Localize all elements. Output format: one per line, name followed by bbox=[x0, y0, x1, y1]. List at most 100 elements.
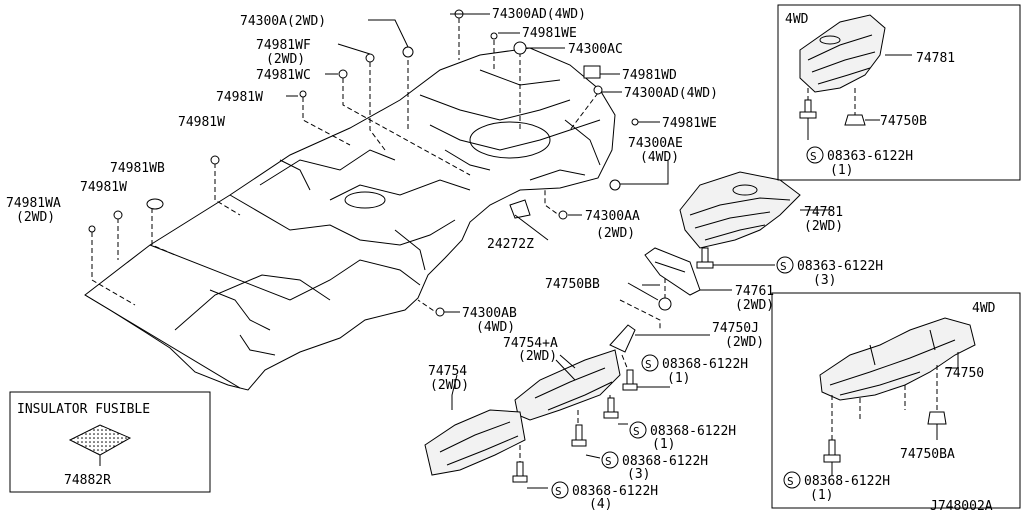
plug-icon bbox=[402, 46, 414, 58]
inset-4wd-top: 4WD 74781 74750B S 08363-6122H (1) bbox=[777, 4, 1021, 181]
bolt-icon bbox=[701, 247, 709, 263]
label-74754A-variant: (2WD) bbox=[518, 349, 557, 364]
diagram-id: J748002A bbox=[930, 499, 993, 512]
inset-4wd-bottom: 4WD 74750 74750BA S 08368-6122H (1) bbox=[771, 292, 1021, 509]
plug-icon bbox=[490, 32, 498, 40]
plug-icon bbox=[513, 41, 527, 55]
label-74300AD-b: 74300AD(4WD) bbox=[624, 86, 718, 101]
bracket-icon bbox=[509, 199, 531, 219]
inset-top-bolt-qty: (1) bbox=[830, 163, 853, 178]
bolt-symbol-icon bbox=[551, 481, 569, 499]
bolt-icon bbox=[516, 461, 524, 477]
inset-bottom-bolt-qty: (1) bbox=[810, 488, 833, 503]
plug-icon bbox=[558, 210, 568, 220]
bolt-icon bbox=[804, 99, 812, 113]
inset-top-title: 4WD bbox=[785, 12, 809, 27]
grommet-icon bbox=[146, 198, 164, 210]
shield-leaders bbox=[559, 284, 660, 369]
bolt-head-icon bbox=[696, 261, 714, 269]
label-74300A: 74300A(2WD) bbox=[240, 14, 326, 29]
pad-icon bbox=[583, 65, 601, 79]
clip-icon bbox=[658, 297, 672, 311]
label-74300AB-variant: (4WD) bbox=[476, 320, 515, 335]
label-08368-c: 08368-6122H bbox=[622, 454, 708, 469]
inset-top-shield-label: 74781 bbox=[916, 51, 955, 66]
bolt-symbol-icon bbox=[783, 471, 801, 489]
plug-icon bbox=[299, 90, 307, 98]
label-74754: 74754 bbox=[428, 364, 467, 379]
plug-icon bbox=[593, 85, 603, 95]
label-08368-d: 08368-6122H bbox=[572, 484, 658, 499]
label-08368-a-qty: (1) bbox=[667, 371, 690, 386]
label-08363-6122H: 08363-6122H bbox=[797, 259, 883, 274]
inset-bottom-shield-label: 74750 bbox=[945, 366, 984, 381]
label-74981WE-b: 74981WE bbox=[662, 116, 717, 131]
label-74781-2wd-variant: (2WD) bbox=[804, 219, 843, 234]
label-08368-d-qty: (4) bbox=[589, 497, 612, 512]
inset-insulator-title: INSULATOR FUSIBLE bbox=[17, 402, 150, 417]
lower-bolts bbox=[512, 369, 670, 489]
bolt-head-icon bbox=[512, 475, 528, 483]
bolt-icon bbox=[828, 439, 836, 456]
floor-labels: 74300A(2WD) 74981WF (2WD) 74981WC 74981W… bbox=[6, 7, 718, 335]
label-74750BB: 74750BB bbox=[545, 277, 600, 292]
label-74981WD: 74981WD bbox=[622, 68, 677, 83]
label-74300AD-a: 74300AD(4WD) bbox=[492, 7, 586, 22]
bolt-head-icon bbox=[799, 111, 817, 119]
label-74300AE-variant: (4WD) bbox=[640, 150, 679, 165]
bolt-head-icon bbox=[603, 411, 619, 419]
inset-bottom-title: 4WD bbox=[972, 301, 996, 316]
label-08363-qty: (3) bbox=[813, 273, 836, 288]
label-08368-b-qty: (1) bbox=[652, 437, 675, 452]
label-74981W-a: 74981W bbox=[216, 90, 263, 105]
bolt-head-icon bbox=[571, 439, 587, 447]
bolt-head-icon bbox=[622, 383, 638, 391]
label-74761-variant: (2WD) bbox=[735, 298, 774, 313]
label-74761: 74761 bbox=[735, 284, 774, 299]
label-74981WF-variant: (2WD) bbox=[266, 52, 305, 67]
label-74300AE: 74300AE bbox=[628, 136, 683, 151]
label-74781-2wd: 74781 bbox=[804, 205, 843, 220]
label-74754-variant: (2WD) bbox=[430, 378, 469, 393]
clip-icon bbox=[927, 411, 947, 425]
bolt-code: S bbox=[555, 485, 562, 498]
bolt-code: S bbox=[780, 260, 787, 273]
label-08368-a: 08368-6122H bbox=[662, 357, 748, 372]
bolt-code: S bbox=[787, 475, 794, 488]
bolt-symbol-icon bbox=[629, 421, 647, 439]
label-74300AA-variant: (2WD) bbox=[596, 226, 635, 241]
bolt-icon bbox=[607, 397, 615, 413]
inset-top-bolt-label: 08363-6122H bbox=[827, 149, 913, 164]
plug-icon bbox=[210, 155, 220, 165]
plug-icon bbox=[631, 118, 639, 126]
bolt-code: S bbox=[633, 425, 640, 438]
bolt-symbol-icon bbox=[776, 256, 794, 274]
label-74750J-variant: (2WD) bbox=[725, 335, 764, 350]
bolt-icon bbox=[626, 369, 634, 385]
heat-shield-74754A bbox=[514, 349, 621, 425]
floor-panel bbox=[84, 47, 616, 391]
plug-icon bbox=[435, 307, 445, 317]
plug-icon bbox=[365, 53, 375, 63]
bolt-code: S bbox=[645, 358, 652, 371]
label-74750J: 74750J bbox=[712, 321, 759, 336]
inset-insulator-part: 74882R bbox=[64, 473, 111, 488]
label-74300AC: 74300AC bbox=[568, 42, 623, 57]
bracket-74750J bbox=[609, 324, 710, 371]
bolt-08363-group bbox=[696, 247, 775, 269]
label-74981WA: 74981WA bbox=[6, 196, 61, 211]
label-74981W-b: 74981W bbox=[178, 115, 225, 130]
label-24272Z: 24272Z bbox=[487, 237, 534, 252]
label-08368-b: 08368-6122H bbox=[650, 424, 736, 439]
label-74754A: 74754+A bbox=[503, 336, 558, 351]
plug-icon bbox=[338, 69, 348, 79]
label-74981WC: 74981WC bbox=[256, 68, 311, 83]
inset-bottom-clip-label: 74750BA bbox=[900, 447, 955, 462]
plug-icon bbox=[88, 225, 96, 233]
inset-bottom-bolt-label: 08368-6122H bbox=[804, 474, 890, 489]
bolt-icon bbox=[575, 424, 583, 441]
bracket-74761 bbox=[619, 247, 732, 330]
label-08368-c-qty: (3) bbox=[627, 467, 650, 482]
label-leaders bbox=[286, 13, 669, 313]
